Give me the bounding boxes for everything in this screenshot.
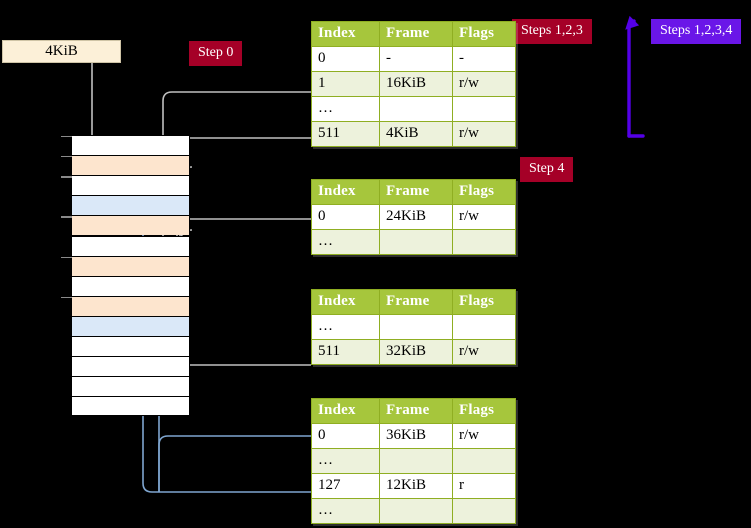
cell-flags [452, 448, 516, 474]
cell-frame: 36KiB [379, 423, 453, 449]
steps123-badge: Steps 1,2,3 [512, 19, 592, 44]
memory-frame-row [71, 396, 190, 417]
cell-index: 0 [311, 204, 380, 230]
table-row: … [311, 96, 516, 122]
step4-label: Step 4 [529, 161, 565, 176]
table-row: … [311, 448, 516, 474]
column-header-frame: Frame [379, 179, 453, 205]
cell-index: … [311, 448, 380, 474]
memory-row-tick [61, 296, 72, 299]
cell-index: 0 [311, 46, 380, 72]
cell-frame [379, 96, 453, 122]
memory-frame-row [61, 295, 190, 316]
memory-row-tick [61, 256, 72, 258]
step4-badge: Step 4 [520, 157, 574, 182]
cell-flags: r/w [452, 339, 516, 365]
column-header-index: Index [311, 21, 380, 47]
memory-size-text: 4KiB [45, 43, 78, 59]
column-header-index: Index [311, 289, 380, 315]
cell-index: 0 [311, 423, 380, 449]
table-row: … [311, 229, 516, 255]
cell-frame [379, 448, 453, 474]
cell-index: … [311, 498, 380, 524]
memory-size-label: 4KiB [2, 40, 121, 63]
steps123-label: Steps 1,2,3 [521, 23, 583, 38]
cell-flags: r/w [452, 71, 516, 97]
cell-index: 1 [311, 71, 380, 97]
memory-row-tick [61, 136, 72, 138]
memory-row-tick [61, 216, 72, 218]
column-header-flags: Flags [452, 289, 516, 315]
column-header-index: Index [311, 179, 380, 205]
step0-badge: Step 0 [189, 41, 243, 66]
memory-frame-row [71, 235, 190, 256]
cell-index: … [311, 229, 380, 255]
memory-row-tick [61, 176, 72, 178]
table-row: … [311, 314, 516, 340]
memory-frame-row [61, 175, 190, 196]
cell-index: 511 [311, 339, 380, 365]
column-header-frame: Frame [379, 398, 453, 424]
memory-frame-row [71, 376, 190, 397]
memory-frame-row [61, 135, 190, 156]
memory-frame-row [71, 336, 190, 357]
cell-flags [452, 229, 516, 255]
cell-flags: - [452, 46, 516, 72]
column-header-flags: Flags [452, 179, 516, 205]
column-header-flags: Flags [452, 21, 516, 47]
cell-flags [452, 96, 516, 122]
memory-frame-row [71, 195, 190, 216]
column-header-flags: Flags [452, 398, 516, 424]
memory-frame-row [61, 255, 190, 276]
cell-flags [452, 314, 516, 340]
cell-flags: r/w [452, 121, 516, 147]
steps1234-badge: Steps 1,2,3,4 [651, 19, 742, 44]
cell-frame: - [379, 46, 453, 72]
cell-index: 127 [311, 473, 380, 499]
memory-frame-row [71, 315, 190, 336]
memory-frame-row [61, 215, 190, 236]
cell-frame: 12KiB [379, 473, 453, 499]
memory-frame-row [71, 356, 190, 377]
cell-frame: 24KiB [379, 204, 453, 230]
memory-frame-row [61, 155, 190, 176]
cell-index: … [311, 96, 380, 122]
cell-index: … [311, 314, 380, 340]
cell-index: 511 [311, 121, 380, 147]
memory-frame-row [71, 275, 190, 296]
table-row: … [311, 498, 516, 524]
column-header-index: Index [311, 398, 380, 424]
memory-row-tick [61, 156, 72, 158]
column-header-frame: Frame [379, 21, 453, 47]
cell-flags: r [452, 473, 516, 499]
cell-frame: 32KiB [379, 339, 453, 365]
table-row: 0-- [311, 46, 516, 72]
cell-frame [379, 498, 453, 524]
cell-frame [379, 314, 453, 340]
cell-frame [379, 229, 453, 255]
cell-flags: r/w [452, 423, 516, 449]
cell-flags [452, 498, 516, 524]
physical-memory-column [61, 135, 190, 417]
column-header-frame: Frame [379, 289, 453, 315]
cell-frame: 16KiB [379, 71, 453, 97]
cell-flags: r/w [452, 204, 516, 230]
step0-label: Step 0 [198, 45, 234, 60]
cell-frame: 4KiB [379, 121, 453, 147]
steps1234-label: Steps 1,2,3,4 [660, 23, 733, 38]
